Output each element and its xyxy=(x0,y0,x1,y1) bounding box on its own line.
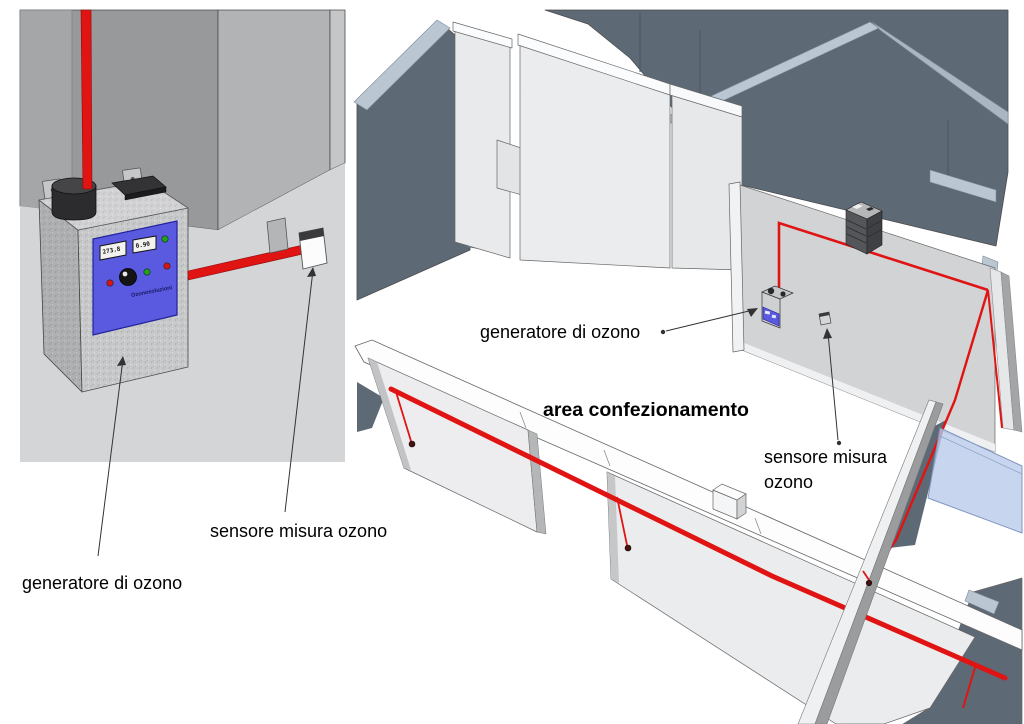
detail-view: 273.8 0.90 Ozonosoluzioni sensore misur xyxy=(19,9,387,593)
led-green-mid xyxy=(143,268,151,276)
white-block-side xyxy=(736,493,747,520)
diffuser-nozzle-3 xyxy=(865,579,873,587)
back-wall-cap-right xyxy=(871,21,1009,125)
room-generator-port-2 xyxy=(780,291,786,297)
room-generator-display-2 xyxy=(771,314,777,319)
room-generator-port-1 xyxy=(767,287,775,295)
panel-a-cap xyxy=(452,21,513,49)
left-outer-wall-lower xyxy=(357,382,384,432)
ozone-pipe-vertical xyxy=(80,9,93,190)
leader-generator-room-arrow xyxy=(747,308,758,317)
leader-sensor-room-dot xyxy=(836,440,842,446)
detail-far-wall-return xyxy=(329,9,346,171)
led-red-right xyxy=(163,262,171,270)
tube-generator-riser xyxy=(777,221,989,292)
tube-corner-branch xyxy=(987,289,1003,429)
leader-generator-detail xyxy=(97,358,124,557)
grille-ribs xyxy=(846,219,882,244)
room-generator-display-1 xyxy=(764,310,771,315)
window-inner-line xyxy=(939,435,1023,475)
leader-sensor-detail-arrow xyxy=(307,267,316,277)
right-edge-wall-dark xyxy=(1000,271,1023,433)
display-right-value: 0.90 xyxy=(135,240,151,249)
tube-slate-drop xyxy=(962,663,977,709)
label-area: area confezionamento xyxy=(543,399,749,421)
display-right-frame xyxy=(132,235,157,254)
white-block xyxy=(712,483,747,520)
tube-drop-1 xyxy=(395,391,412,442)
diffuser-nozzle-1 xyxy=(408,440,416,448)
leader-sensor-detail xyxy=(284,269,314,513)
grille-side xyxy=(866,210,883,255)
leader-generator-room xyxy=(665,309,754,332)
led-red-left xyxy=(106,279,114,287)
edge-wall-dark xyxy=(814,401,944,724)
corner-shadow-wall xyxy=(889,420,946,548)
right-wall-cap-band xyxy=(929,169,997,203)
wall-junction-box xyxy=(266,217,289,254)
ozone-sensor-detail xyxy=(298,227,328,270)
tube-drop-3 xyxy=(862,570,870,581)
low-wall-cap-seam-2 xyxy=(603,449,611,467)
label-generator-detail: generatore di ozono xyxy=(22,573,182,593)
room-view: generatore di ozono area confezionamento… xyxy=(353,9,1023,724)
label-generator-room: generatore di ozono xyxy=(480,322,640,342)
label-sensor-detail: sensore misura ozono xyxy=(210,521,387,541)
grille-top-chip-dark xyxy=(866,207,874,211)
slate-corner-cap xyxy=(964,589,1000,615)
generator-left-shade xyxy=(39,200,82,392)
top-slab-side xyxy=(124,186,167,201)
label-sensor-room-line1: sensore misura xyxy=(764,447,888,467)
low-wall-cap-seam-3 xyxy=(754,517,762,535)
led-green-top xyxy=(161,235,169,243)
low-wall-1-end xyxy=(368,358,411,470)
ozone-generator-detail: 273.8 0.90 Ozonosoluzioni xyxy=(38,9,189,393)
leader-generator-room-dot xyxy=(660,329,666,335)
leader-sensor-room xyxy=(827,332,839,441)
grille-top-chip-white xyxy=(852,204,863,209)
display-left-frame xyxy=(99,240,127,261)
control-knob xyxy=(119,268,137,286)
grille-unit xyxy=(845,201,883,255)
ozone-sensor-room xyxy=(818,311,832,326)
leader-generator-detail-arrow xyxy=(117,356,126,366)
window-panel xyxy=(927,427,1023,534)
low-wall-2-edge xyxy=(607,472,619,583)
control-panel: 273.8 0.90 Ozonosoluzioni xyxy=(92,220,178,336)
room-sensor-top xyxy=(819,312,830,317)
sensor-top-band xyxy=(299,228,324,241)
control-knob-marker xyxy=(122,271,128,277)
display-left-value: 273.8 xyxy=(102,246,121,256)
low-wall-cap-seam-1 xyxy=(519,411,527,429)
label-sensor-room-line2: ozono xyxy=(764,472,813,492)
outlet-cylinder-body xyxy=(51,185,97,221)
diffuser-nozzle-2 xyxy=(624,544,632,552)
leader-sensor-room-arrow xyxy=(823,328,832,339)
inner-wall-left-edge xyxy=(728,181,745,353)
tube-drop-2 xyxy=(616,496,628,546)
tube-main-run xyxy=(388,386,1008,681)
left-outer-wall-cap xyxy=(353,19,451,111)
ozone-generator-room xyxy=(761,285,794,329)
panel-c-cap xyxy=(669,83,743,118)
